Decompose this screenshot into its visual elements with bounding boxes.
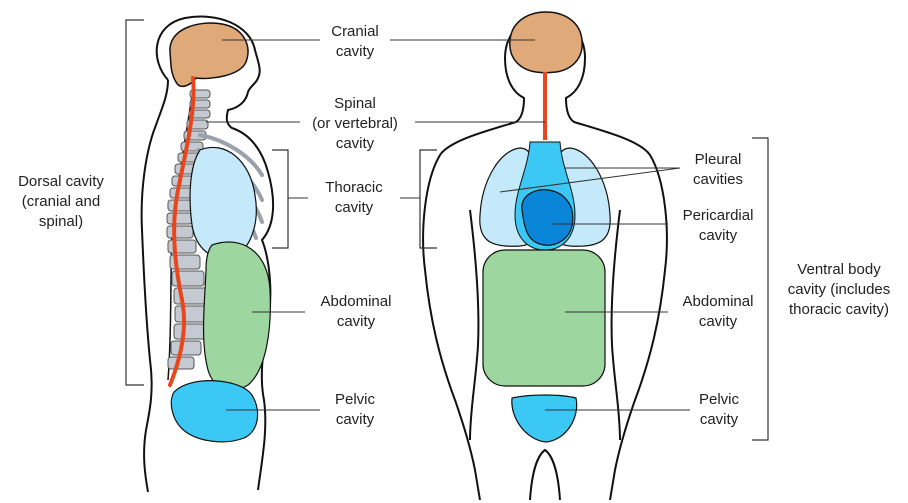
label-pelvic-cavity-left: Pelvic cavity [322, 390, 388, 430]
label-dorsal-cavity: Dorsal cavity (cranial and spinal) [2, 172, 120, 232]
side-pelvic-cavity [171, 381, 257, 442]
side-brain [170, 23, 248, 86]
front-pericardial-cavity [522, 190, 573, 246]
front-brain [510, 12, 582, 73]
side-abdominal-cavity [204, 242, 271, 390]
front-abdominal-cavity [483, 250, 605, 386]
label-pelvic-cavity-right: Pelvic cavity [686, 390, 752, 430]
front-view-figure [423, 12, 667, 500]
thoracic-left-bracket [272, 150, 288, 248]
label-cranial-cavity: Cranial cavity [322, 22, 388, 62]
side-view-figure [142, 17, 273, 492]
label-spinal-cavity: Spinal (or vertebral) cavity [297, 94, 413, 154]
label-pleural-cavities: Pleural cavities [680, 150, 756, 190]
front-pelvic-cavity [512, 395, 577, 442]
label-thoracic-cavity: Thoracic cavity [310, 178, 398, 218]
label-pericardial-cavity: Pericardial cavity [668, 206, 768, 246]
label-abdominal-cavity-left: Abdominal cavity [306, 292, 406, 332]
label-ventral-body-cavity: Ventral body cavity (includes thoracic c… [772, 260, 906, 320]
label-abdominal-cavity-right: Abdominal cavity [668, 292, 768, 332]
